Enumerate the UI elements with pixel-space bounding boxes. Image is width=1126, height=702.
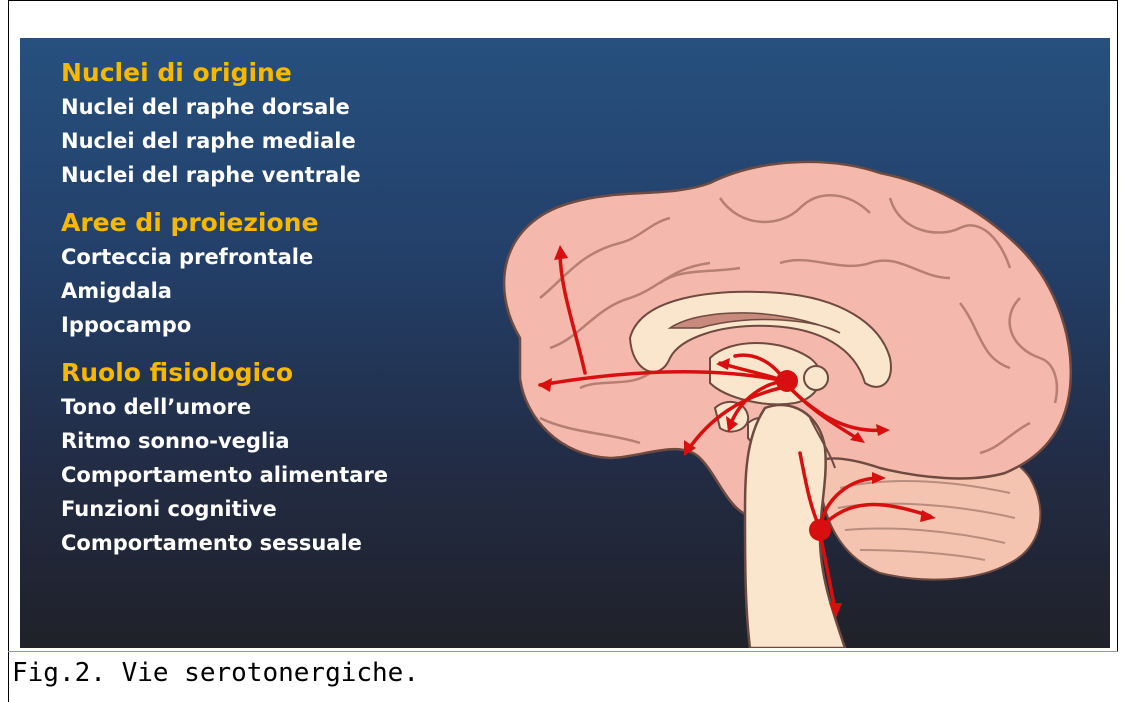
item-corteccia-prefrontale: Corteccia prefrontale bbox=[61, 240, 481, 274]
frame-border-right bbox=[1117, 0, 1118, 652]
item-comportamento-alimentare: Comportamento alimentare bbox=[61, 458, 481, 492]
group-aree-proiezione: Aree di proiezione Corteccia prefrontale… bbox=[61, 206, 481, 342]
group-nuclei-origine: Nuclei di origine Nuclei del raphe dorsa… bbox=[61, 56, 481, 192]
heading-nuclei-origine: Nuclei di origine bbox=[61, 56, 481, 90]
slide-panel: Nuclei di origine Nuclei del raphe dorsa… bbox=[20, 38, 1110, 648]
figure-caption: Fig.2. Vie serotonergiche. bbox=[12, 658, 419, 688]
raphe-nucleus-lower-dot bbox=[809, 519, 831, 541]
item-ippocampo: Ippocampo bbox=[61, 308, 481, 342]
heading-aree-proiezione: Aree di proiezione bbox=[61, 206, 481, 240]
item-amigdala: Amigdala bbox=[61, 274, 481, 308]
item-raphe-dorsale: Nuclei del raphe dorsale bbox=[61, 90, 481, 124]
item-raphe-mediale: Nuclei del raphe mediale bbox=[61, 124, 481, 158]
frame-border-left bbox=[8, 0, 9, 702]
text-column: Nuclei di origine Nuclei del raphe dorsa… bbox=[61, 56, 481, 574]
item-comportamento-sessuale: Comportamento sessuale bbox=[61, 526, 481, 560]
group-ruolo-fisiologico: Ruolo fisiologico Tono dell’umore Ritmo … bbox=[61, 356, 481, 560]
item-raphe-ventrale: Nuclei del raphe ventrale bbox=[61, 158, 481, 192]
raphe-nucleus-upper-dot bbox=[776, 370, 798, 392]
item-funzioni-cognitive: Funzioni cognitive bbox=[61, 492, 481, 526]
frame-border-bottom bbox=[8, 651, 1118, 652]
heading-ruolo-fisiologico: Ruolo fisiologico bbox=[61, 356, 481, 390]
item-tono-umore: Tono dell’umore bbox=[61, 390, 481, 424]
item-ritmo-sonno-veglia: Ritmo sonno-veglia bbox=[61, 424, 481, 458]
frame-border-top bbox=[8, 0, 1118, 1]
